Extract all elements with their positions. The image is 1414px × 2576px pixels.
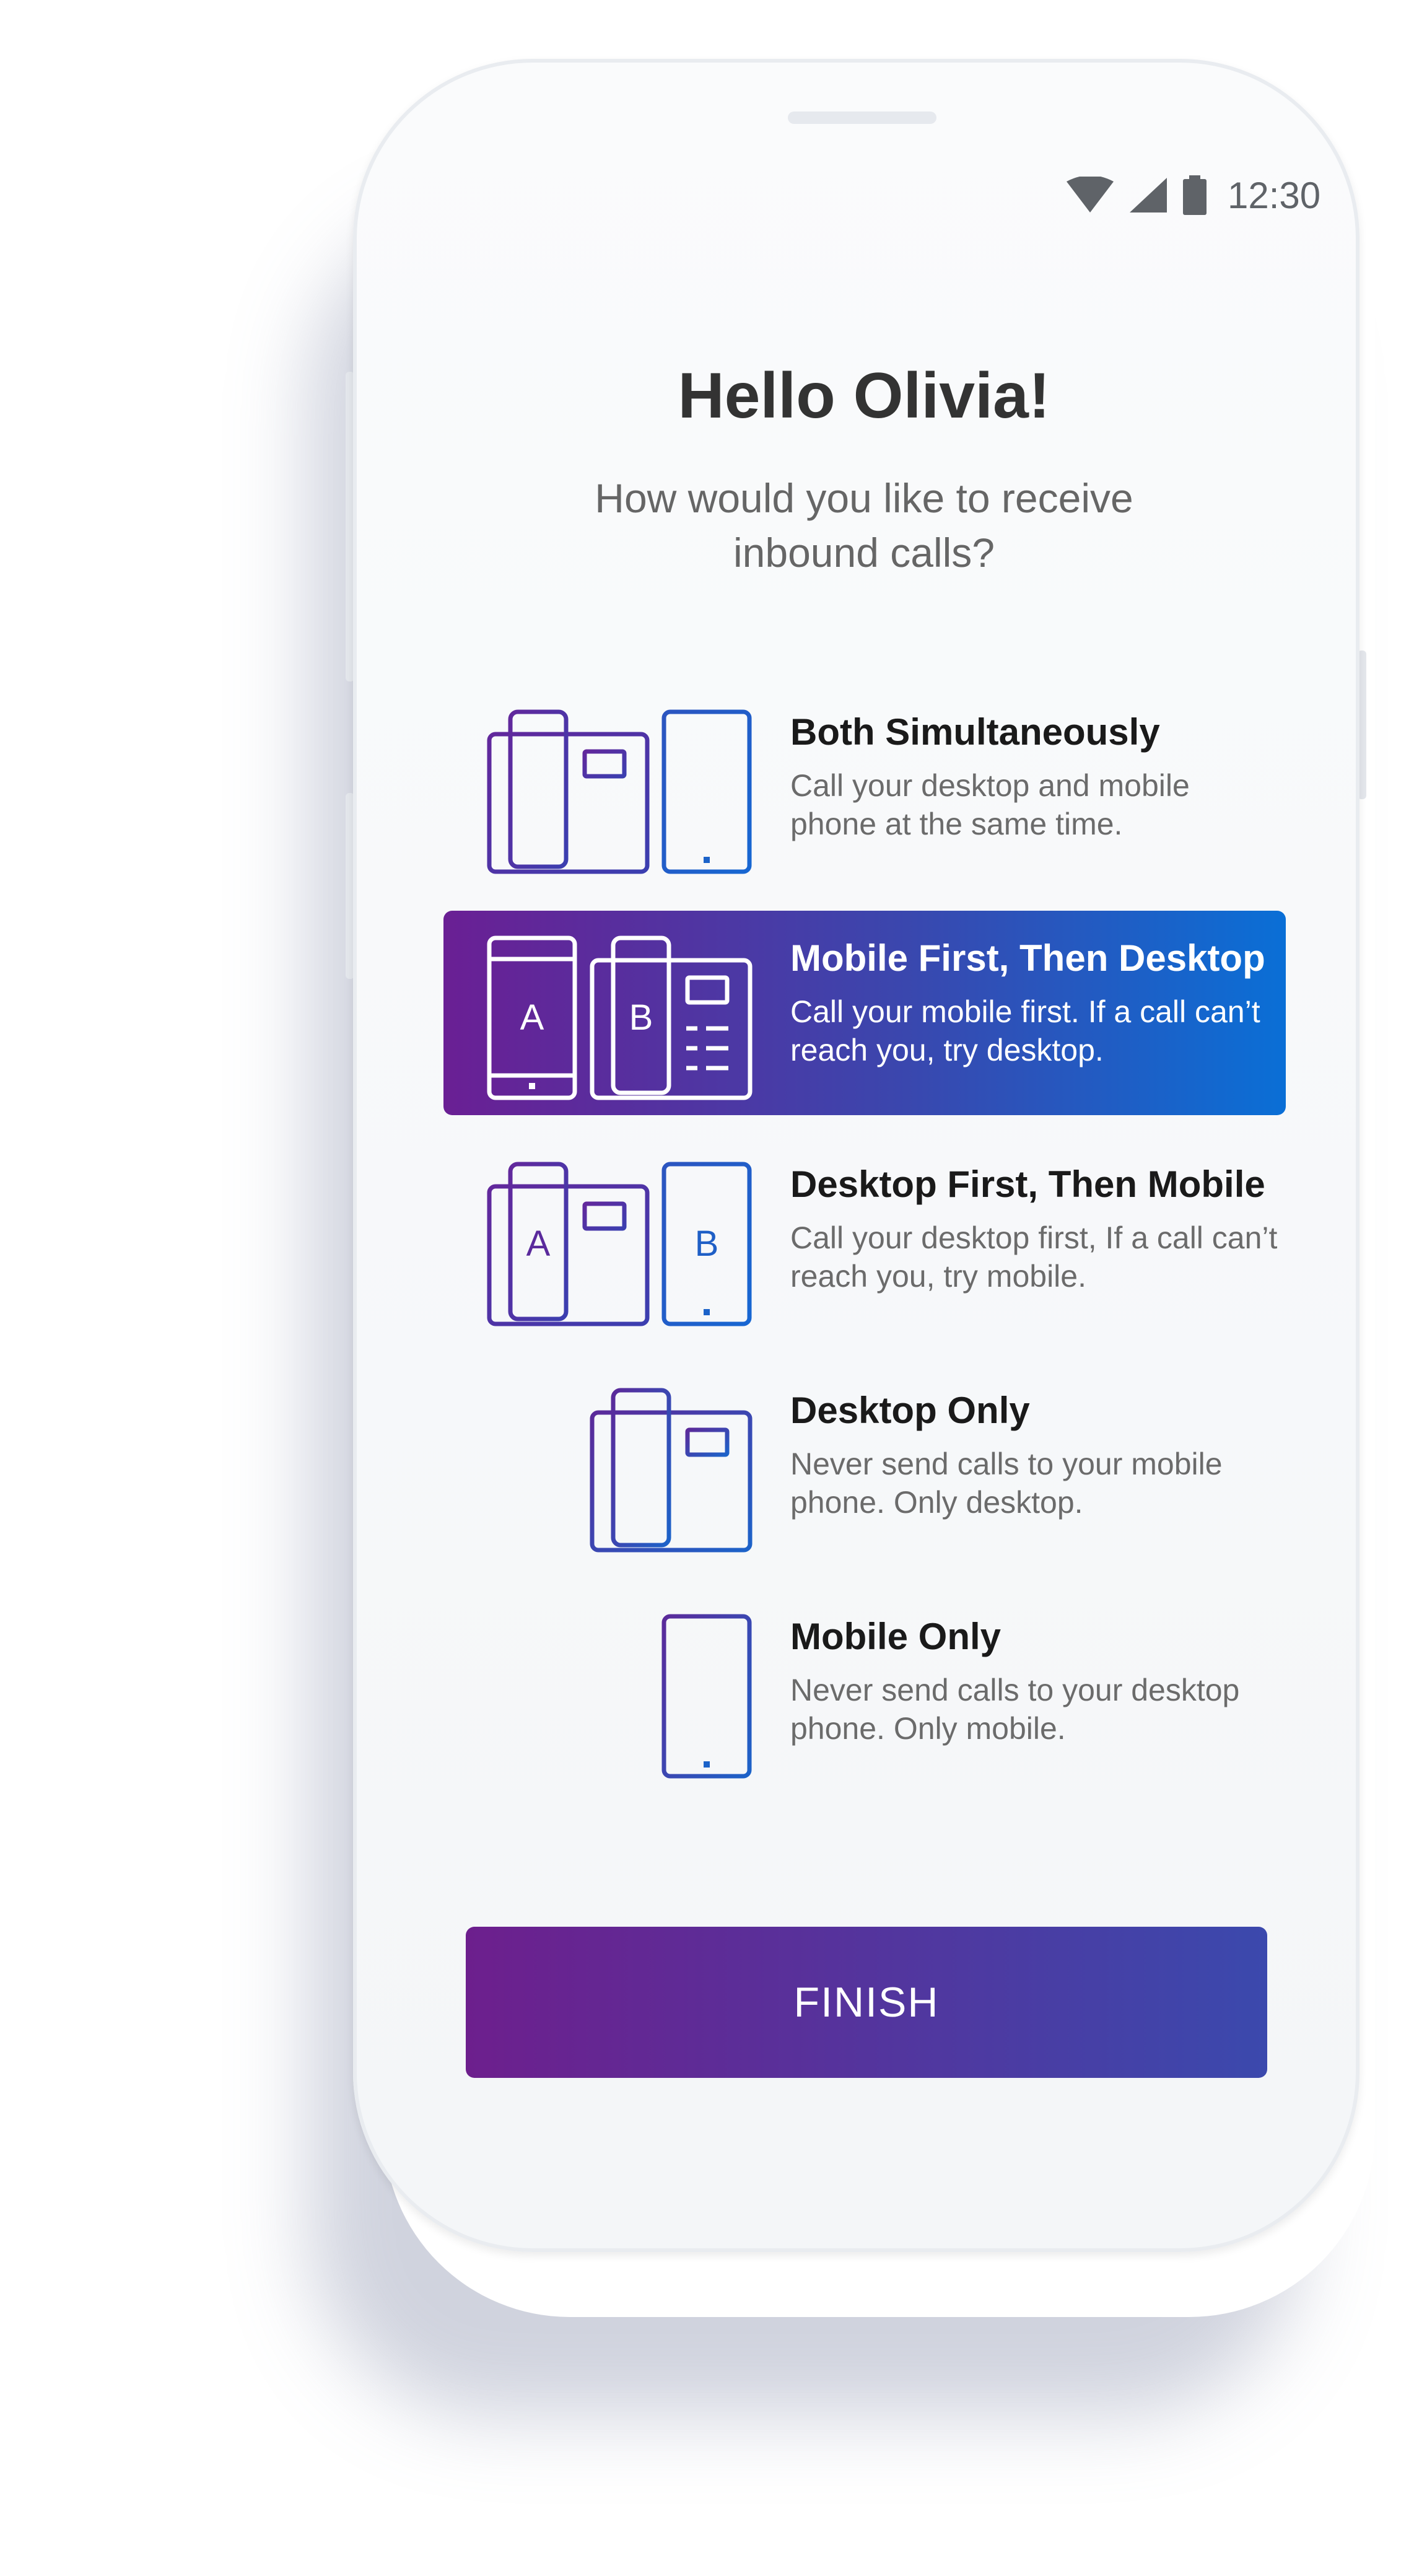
option-description: Never send calls to your desktop phone. …	[790, 1673, 1240, 1746]
option-description: Never send calls to your mobile phone. O…	[790, 1447, 1223, 1520]
desk-phone-a-mobile-b-icon: A B	[487, 1162, 752, 1326]
battery-icon	[1182, 175, 1208, 215]
badge-a: A	[526, 1224, 551, 1264]
option-mobile-only[interactable]: Mobile Only Never send calls to your des…	[443, 1589, 1286, 1794]
phone-speaker	[788, 112, 936, 124]
option-title: Mobile First, Then Desktop	[790, 937, 1265, 979]
status-bar: 12:30	[1065, 167, 1320, 223]
badge-a: A	[520, 997, 544, 1038]
option-description: Call your desktop and mobile phone at th…	[790, 768, 1190, 841]
status-time: 12:30	[1228, 174, 1321, 216]
greeting-title: Hello Olivia!	[678, 360, 1050, 432]
option-title: Both Simultaneously	[790, 711, 1160, 753]
option-title: Desktop Only	[790, 1390, 1030, 1431]
phone-frame	[353, 59, 1359, 2252]
desk-phone-icon	[590, 1388, 753, 1553]
option-description: Call your desktop first, If a call can’t…	[790, 1220, 1278, 1294]
volume-button	[346, 372, 354, 681]
option-description: Call your mobile first. If a call can’t …	[790, 994, 1260, 1067]
option-desktop-first[interactable]: A B Desktop First, Then Mobile Call your…	[443, 1137, 1286, 1341]
side-button	[346, 793, 354, 979]
question-subtitle: How would you like to receive inbound ca…	[595, 475, 1133, 576]
power-button	[1358, 651, 1366, 799]
mobile-phone-icon	[661, 1614, 752, 1779]
wifi-icon	[1065, 177, 1115, 214]
badge-b: B	[629, 997, 653, 1038]
badge-b: B	[695, 1224, 719, 1264]
option-desktop-only[interactable]: Desktop Only Never send calls to your mo…	[443, 1363, 1286, 1567]
option-title: Mobile Only	[790, 1616, 1002, 1657]
option-mobile-first[interactable]: A B Mobile First, Then Desktop Call your…	[443, 911, 1286, 1115]
mobile-a-desk-phone-b-icon: A B	[487, 935, 753, 1100]
finish-button[interactable]: FINISH	[466, 1927, 1267, 2078]
option-title: Desktop First, Then Mobile	[790, 1163, 1265, 1205]
signal-icon	[1128, 177, 1168, 214]
desk-phone-and-mobile-icon	[487, 709, 752, 874]
option-both-simultaneously[interactable]: Both Simultaneously Call your desktop an…	[443, 685, 1286, 889]
